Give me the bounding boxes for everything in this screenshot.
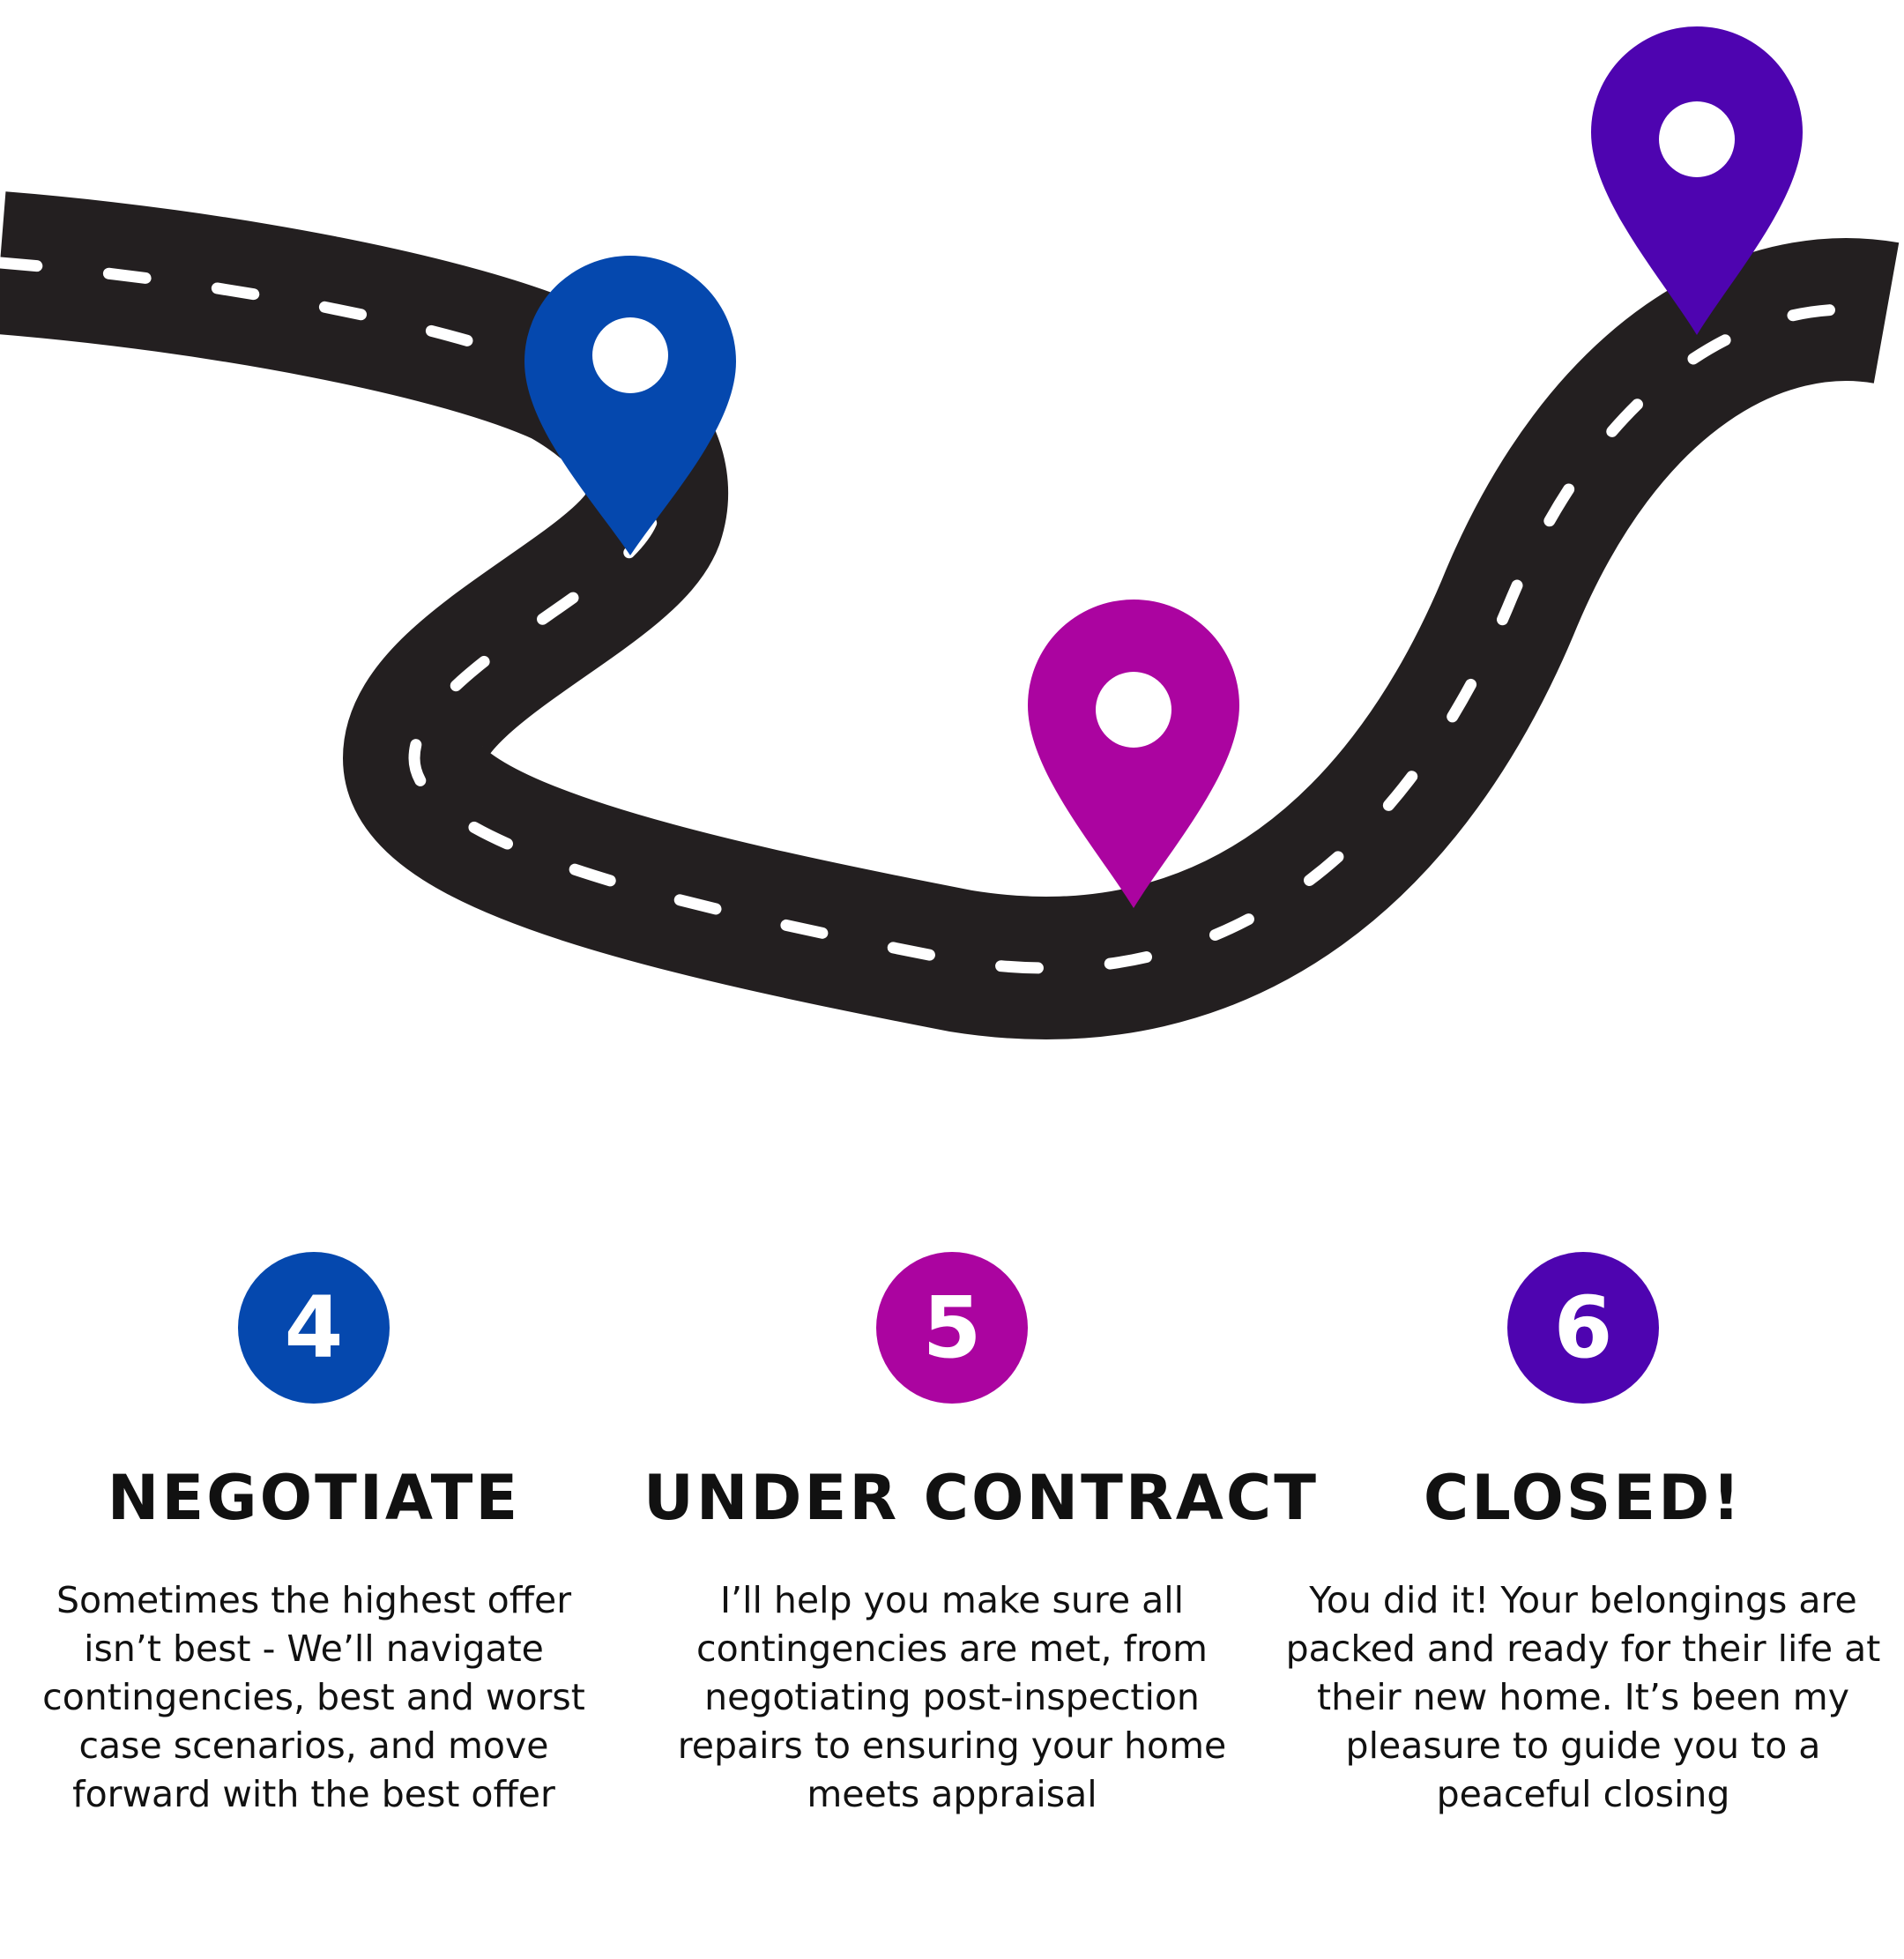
step-title: UNDER CONTRACT xyxy=(643,1462,1320,1534)
pin-4-hole xyxy=(592,317,668,393)
map-pin-icon xyxy=(1028,600,1239,908)
pin-4-body xyxy=(524,256,736,555)
step-title: NEGOTIATE xyxy=(107,1462,521,1534)
road-surface xyxy=(0,191,1900,1039)
step-number-badge: 5 xyxy=(876,1252,1028,1404)
step-closed: 6 CLOSED! You did it! Your belongings ar… xyxy=(1275,1252,1892,1819)
pin-5-body xyxy=(1028,600,1239,908)
map-pin-icon xyxy=(1591,26,1803,335)
step-description: I’ll help you make sure all contingencie… xyxy=(677,1579,1227,1815)
pin-6-body xyxy=(1591,26,1803,335)
step-number: 5 xyxy=(922,1278,982,1377)
pin-5-hole xyxy=(1096,672,1171,748)
step-title: CLOSED! xyxy=(1423,1462,1744,1534)
step-number: 6 xyxy=(1553,1278,1613,1377)
road xyxy=(0,191,1900,1039)
step-number: 4 xyxy=(284,1278,344,1377)
step-number-badge: 6 xyxy=(1507,1252,1659,1404)
pin-6-hole xyxy=(1659,101,1735,177)
step-under-contract: 5 UNDER CONTRACT I’ll help you make sure… xyxy=(643,1252,1320,1819)
winding-road-diagram xyxy=(0,26,1900,1039)
step-negotiate: 4 NEGOTIATE Sometimes the highest offer … xyxy=(5,1252,622,1819)
map-pin-icon xyxy=(524,256,736,555)
step-description: Sometimes the highest offer isn’t best -… xyxy=(42,1579,585,1815)
step-number-badge: 4 xyxy=(238,1252,390,1404)
step-description: You did it! Your belongings are packed a… xyxy=(1285,1579,1881,1815)
